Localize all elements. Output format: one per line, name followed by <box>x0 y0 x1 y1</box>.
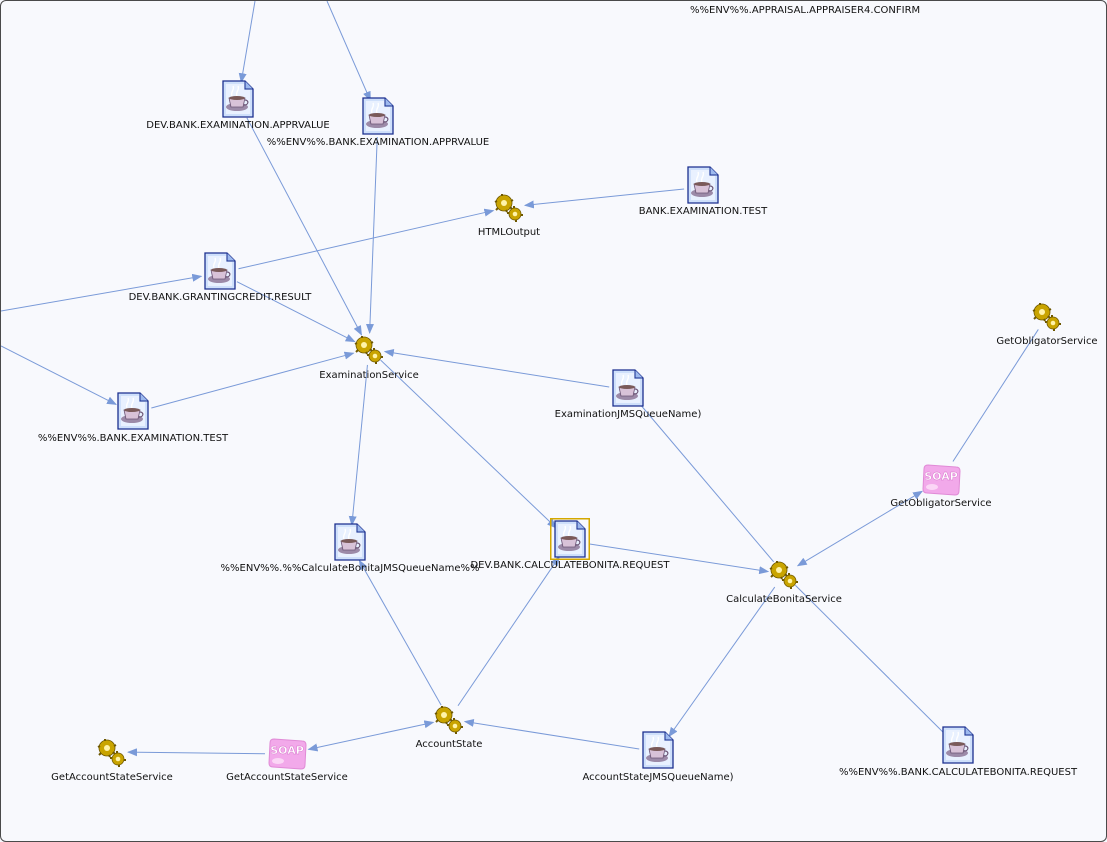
node-getaccountstate-soap[interactable]: SOAP <box>266 737 308 771</box>
edge-getobligator_soap-to-calculate_bonita_service <box>796 490 923 567</box>
edge-account_state-to-dev_calc_bonita_request <box>457 555 560 707</box>
node-label-env-calc-bonita-jms[interactable]: %%ENV%%.%%CalculateBonitaJMSQueueName%% <box>220 563 480 574</box>
node-getaccountstate-service[interactable] <box>96 736 128 768</box>
svg-text:SOAP: SOAP <box>270 744 304 757</box>
edge-account_state-to-getaccountstate_soap <box>307 720 435 752</box>
edge-env_exam_apprvalue-to-examination_service <box>365 136 378 335</box>
node-dev-exam-apprvalue[interactable] <box>218 78 258 120</box>
node-env-calc-bonita-jms[interactable] <box>330 521 370 563</box>
queue-document-icon <box>358 97 398 141</box>
node-label-account-state[interactable]: AccountState <box>415 739 483 750</box>
edge-examination_service-to-env_calc_bonita_jms <box>348 364 368 527</box>
node-bank-exam-test[interactable] <box>683 164 723 206</box>
edge-offscreen_top_a-to-dev_exam_apprvalue <box>238 1 256 84</box>
node-label-env-exam-apprvalue[interactable]: %%ENV%%.BANK.EXAMINATION.APPRVALUE <box>266 137 490 148</box>
node-label-getaccountstate-soap[interactable]: GetAccountStateService <box>226 772 348 783</box>
queue-document-icon <box>330 523 370 567</box>
node-env-exam-apprvalue[interactable] <box>358 95 398 137</box>
node-exam-jms[interactable] <box>608 367 648 409</box>
svg-text:SOAP: SOAP <box>924 470 958 483</box>
edge-offscreen_left_a-to-dev_granting_result <box>1 273 203 312</box>
node-label-getobligator-service[interactable]: GetObligatorService <box>996 336 1098 347</box>
node-label-examination-service[interactable]: ExaminationService <box>319 370 419 381</box>
node-calculate-bonita-service[interactable] <box>768 558 800 590</box>
edge-env_exam_test-to-examination_service <box>151 351 355 409</box>
edge-dev_granting_result-to-htmloutput <box>238 208 495 270</box>
node-env-calc-bonita-request[interactable] <box>938 724 978 766</box>
edge-bank_exam_test-to-htmloutput <box>523 188 685 209</box>
service-gears-icon <box>96 739 128 772</box>
queue-document-icon <box>200 252 240 296</box>
service-gears-icon <box>433 706 465 739</box>
edge-offscreen_left_b-to-env_exam_test <box>1 345 117 405</box>
node-examination-service[interactable] <box>353 333 385 365</box>
queue-document-icon <box>113 392 153 436</box>
node-label-getobligator-soap[interactable]: GetObligatorService <box>890 498 992 509</box>
service-gears-icon <box>353 336 385 369</box>
edge-exam_jms-to-examination_service <box>383 348 610 388</box>
edge-getobligator_service-to-getobligator_soap <box>952 329 1039 462</box>
service-gears-icon <box>1031 303 1063 336</box>
service-gears-icon <box>493 194 525 227</box>
edge-getaccountstate_soap-to-getaccountstate_service <box>126 748 266 757</box>
node-label-getaccountstate-service[interactable]: GetAccountStateService <box>51 772 173 783</box>
queue-document-icon <box>608 369 648 413</box>
queue-document-icon <box>938 726 978 770</box>
node-label-bank-exam-test[interactable]: BANK.EXAMINATION.TEST <box>638 206 768 217</box>
edge-examination_service-to-dev_calc_bonita_request <box>380 359 557 529</box>
edge-accountstate_jms-to-account_state <box>463 718 640 750</box>
node-accountstate-jms[interactable] <box>638 729 678 771</box>
edge-offscreen_top_b-to-env_exam_apprvalue <box>326 1 371 102</box>
node-label-dev-exam-apprvalue[interactable]: DEV.BANK.EXAMINATION.APPRVALUE <box>146 120 330 131</box>
node-label-env-exam-test[interactable]: %%ENV%%.BANK.EXAMINATION.TEST <box>37 433 229 444</box>
node-getobligator-soap[interactable]: SOAP <box>920 463 962 497</box>
edge-exam_jms-to-calculate_bonita_service <box>639 404 775 563</box>
edge-calculate_bonita_service-to-accountstate_jms <box>668 586 776 738</box>
node-label-calculate-bonita-service[interactable]: CalculateBonitaService <box>726 594 842 605</box>
node-label-env-calc-bonita-request[interactable]: %%ENV%%.BANK.CALCULATEBONITA.REQUEST <box>838 767 1078 778</box>
node-label-dev-granting-result[interactable]: DEV.BANK.GRANTINGCREDIT.RESULT <box>128 292 312 303</box>
queue-document-icon <box>218 80 258 124</box>
edge-dev_calc_bonita_request-to-calculate_bonita_service <box>588 543 770 575</box>
node-label-htmloutput[interactable]: HTMLOutput <box>477 227 541 238</box>
node-label-accountstate-jms[interactable]: AccountStateJMSQueueName) <box>582 772 734 783</box>
service-gears-icon <box>768 561 800 594</box>
queue-document-icon <box>683 166 723 210</box>
node-getobligator-service[interactable] <box>1031 300 1063 332</box>
soap-icon: SOAP <box>266 738 308 775</box>
node-dev-calc-bonita-request[interactable] <box>548 516 592 562</box>
node-label-dev-calc-bonita-request[interactable]: DEV.BANK.CALCULATEBONITA.REQUEST <box>470 560 670 571</box>
edge-dev_granting_result-to-examination_service <box>236 281 356 343</box>
node-env-exam-test[interactable] <box>113 390 153 432</box>
node-label-exam-jms[interactable]: ExaminationJMSQueueName) <box>554 409 702 420</box>
node-htmloutput[interactable] <box>493 191 525 223</box>
edge-calculate_bonita_service-to-env_calc_bonita_request <box>794 584 945 734</box>
edge-account_state-to-env_calc_bonita_jms <box>358 559 442 706</box>
soap-icon: SOAP <box>920 464 962 501</box>
edge-dev_exam_apprvalue-to-examination_service <box>246 117 362 336</box>
node-dev-granting-result[interactable] <box>200 250 240 292</box>
queue-document-icon <box>638 731 678 775</box>
node-account-state[interactable] <box>433 703 465 735</box>
header-queue-label[interactable]: %%ENV%%.APPRAISAL.APPRAISER4.CONFIRM <box>690 5 921 16</box>
